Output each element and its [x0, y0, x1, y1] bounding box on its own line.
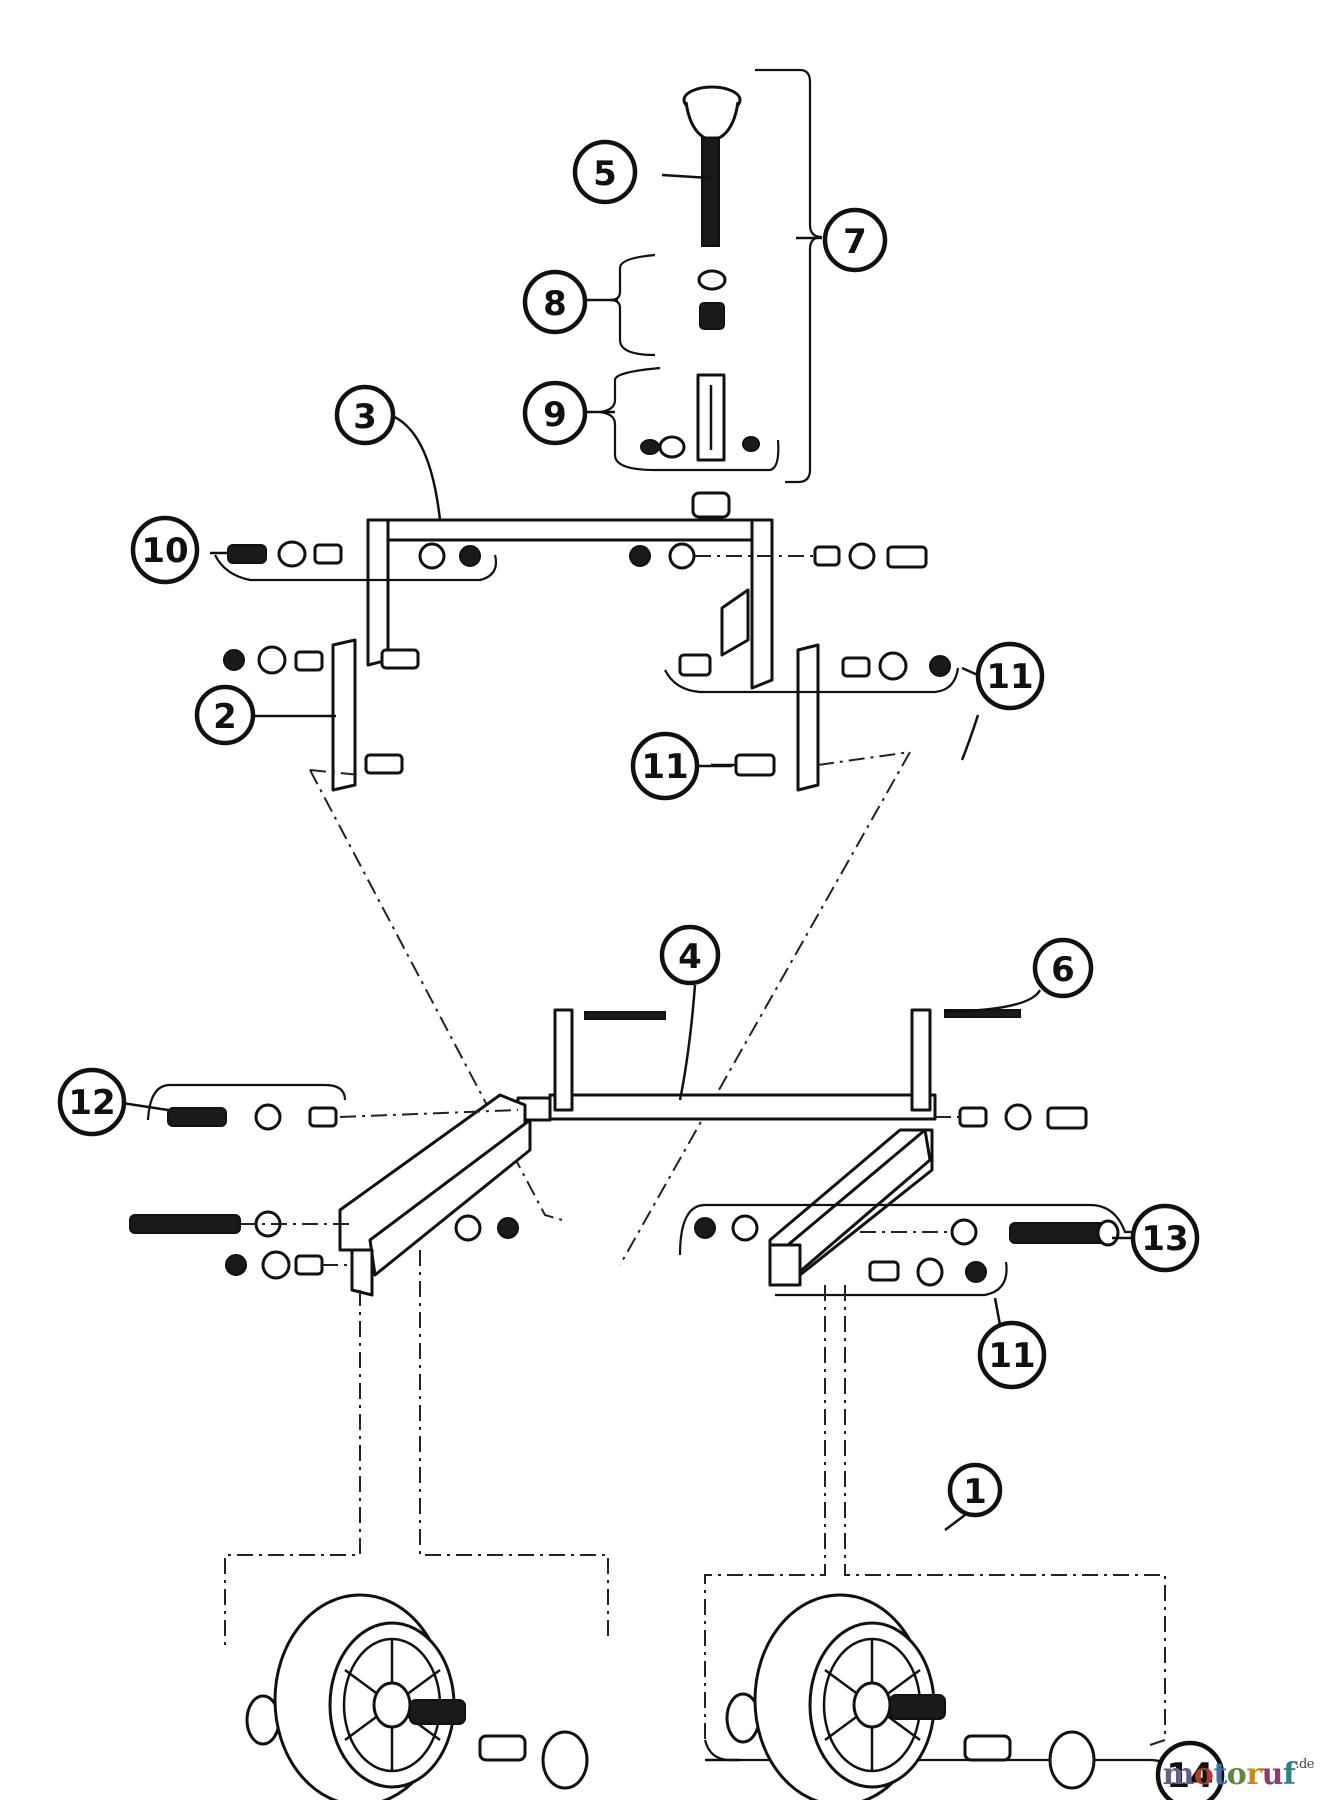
callout-4: 4	[659, 924, 721, 986]
callout-7: 7	[822, 207, 888, 273]
callout-label: 10	[141, 531, 188, 571]
callout-13: 13	[1130, 1203, 1200, 1273]
brace-11-upper	[664, 667, 960, 694]
clamp-bracket-part	[640, 373, 760, 519]
callout-5: 5	[572, 139, 638, 205]
callout-label: 1	[963, 1472, 987, 1512]
callout-14: 14	[1155, 1740, 1225, 1800]
logo-letter: o	[1193, 1757, 1214, 1792]
callout-label: 4	[678, 937, 702, 977]
brace-13	[678, 1203, 1135, 1256]
callout-8: 8	[522, 269, 588, 335]
leader-lines	[389, 173, 1135, 1762]
callout-label: 6	[1051, 950, 1075, 990]
callout-label: 11	[641, 747, 688, 787]
callout-3: 3	[334, 384, 396, 446]
logo-letter: r	[1246, 1757, 1262, 1792]
callout-10: 10	[130, 515, 200, 585]
callout-label: 7	[843, 222, 867, 262]
callout-label: 2	[213, 697, 237, 737]
callout-1: 1	[944, 1462, 1003, 1531]
drop-lines-left	[224, 1290, 361, 1645]
callout-label: 9	[543, 395, 567, 435]
callout-11-lower: 11	[977, 1320, 1047, 1390]
lower-left-hardware	[129, 1210, 519, 1280]
side-plate-right-part	[678, 643, 951, 792]
callout-11-middle: 11	[630, 731, 700, 801]
side-plate-left-part	[223, 638, 420, 792]
callout-9: 9	[522, 380, 588, 446]
callout-6: 6	[1032, 937, 1094, 999]
lower-right-hardware	[694, 1214, 1120, 1287]
callout-label: 5	[593, 154, 617, 194]
brace-9	[599, 366, 780, 472]
wheel-bracket-right-part	[768, 1128, 934, 1287]
callout-label: 14	[1166, 1756, 1213, 1796]
brace-10	[214, 554, 498, 582]
callout-label: 8	[543, 284, 567, 324]
brace-8	[609, 253, 656, 357]
logo-letter: o	[1226, 1757, 1247, 1792]
logo-letter: t	[1213, 1757, 1227, 1792]
brace-11-lower	[775, 1261, 1008, 1297]
callout-label: 11	[988, 1336, 1035, 1376]
left-hardware-row	[227, 540, 481, 570]
callout-label: 12	[68, 1083, 115, 1123]
callout-label: 3	[353, 397, 377, 437]
callout-12: 12	[57, 1067, 127, 1137]
projection-left	[309, 769, 563, 1221]
hardware-row-12	[167, 1103, 1088, 1131]
callout-11-upper: 11	[975, 641, 1045, 711]
knob-bolt-part	[682, 85, 742, 247]
logo-letter: f	[1282, 1757, 1296, 1792]
callout-label: 13	[1141, 1219, 1188, 1259]
washer-nut-set	[697, 269, 727, 330]
right-hardware-row	[629, 542, 928, 570]
drop-lines-right	[704, 1285, 826, 1740]
wheel-bracket-left-part	[338, 1093, 532, 1297]
motoruf-watermark-logo: motoruf.de	[1162, 1757, 1315, 1792]
callout-label: 11	[986, 657, 1033, 697]
brace-7	[755, 68, 823, 484]
axle-frame-part	[516, 1008, 1021, 1122]
logo-letter: u	[1261, 1757, 1284, 1792]
logo-letter: m	[1162, 1757, 1195, 1792]
wheel-right-part	[725, 1593, 1096, 1800]
brace-12	[146, 1083, 347, 1121]
callout-2: 2	[194, 684, 256, 746]
logo-suffix: .de	[1295, 1757, 1314, 1772]
handle-bracket-part	[366, 518, 774, 690]
wheel-left-part	[245, 1593, 589, 1800]
